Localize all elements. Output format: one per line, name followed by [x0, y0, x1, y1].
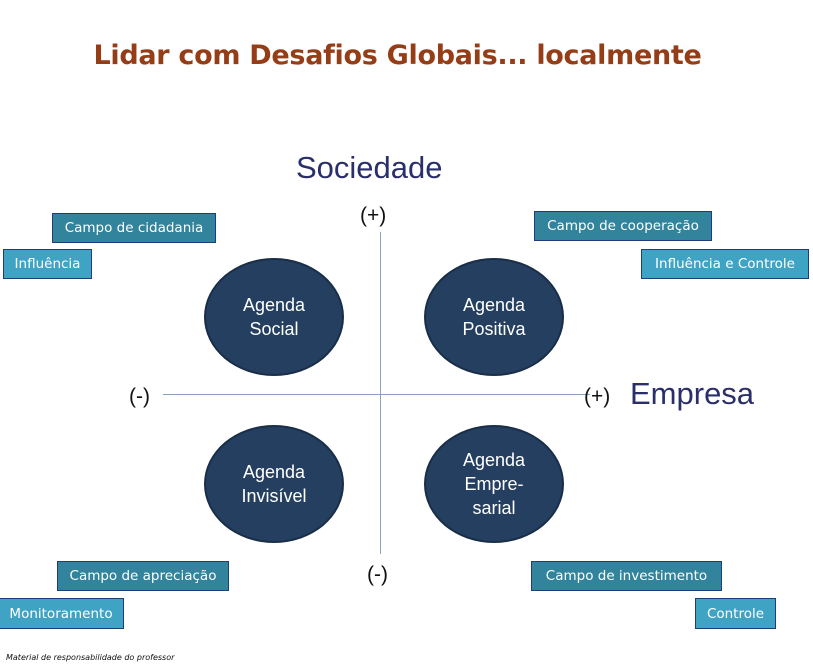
agenda-empresarial-label: Agenda Empre- sarial [462, 450, 526, 518]
agenda-social-label: Agenda Social [242, 295, 306, 339]
footer-note: Material de responsabilidade do professo… [6, 653, 175, 662]
agenda-empresarial-ellipse: Agenda Empre- sarial [424, 425, 564, 543]
bottom-sign: (-) [367, 563, 388, 586]
influencia-box: Influência [3, 249, 92, 279]
monitoramento-box: Monitoramento [0, 598, 124, 629]
left-sign: (-) [129, 385, 150, 408]
horizontal-axis [163, 394, 590, 395]
agenda-invisivel-ellipse: Agenda Invisível [204, 425, 344, 543]
agenda-social-ellipse: Agenda Social [204, 258, 344, 376]
right-sign: (+) [584, 385, 611, 408]
top-sign: (+) [360, 204, 387, 227]
vertical-axis [380, 232, 381, 554]
agenda-positiva-ellipse: Agenda Positiva [424, 258, 564, 376]
slide-title: Lidar com Desafios Globais... localmente [93, 40, 702, 71]
axis-label-empresa: Empresa [630, 376, 755, 411]
campo-cooperacao-box: Campo de cooperação [534, 211, 712, 241]
controle-box: Controle [695, 598, 776, 629]
agenda-invisivel-label: Agenda Invisível [241, 462, 307, 506]
axis-label-sociedade: Sociedade [296, 150, 443, 185]
campo-apreciacao-box: Campo de apreciação [57, 561, 229, 591]
influencia-controle-box: Influência e Controle [641, 249, 809, 279]
agenda-positiva-label: Agenda Positiva [462, 295, 526, 339]
campo-investimento-box: Campo de investimento [531, 561, 722, 591]
campo-cidadania-box: Campo de cidadania [52, 213, 216, 243]
